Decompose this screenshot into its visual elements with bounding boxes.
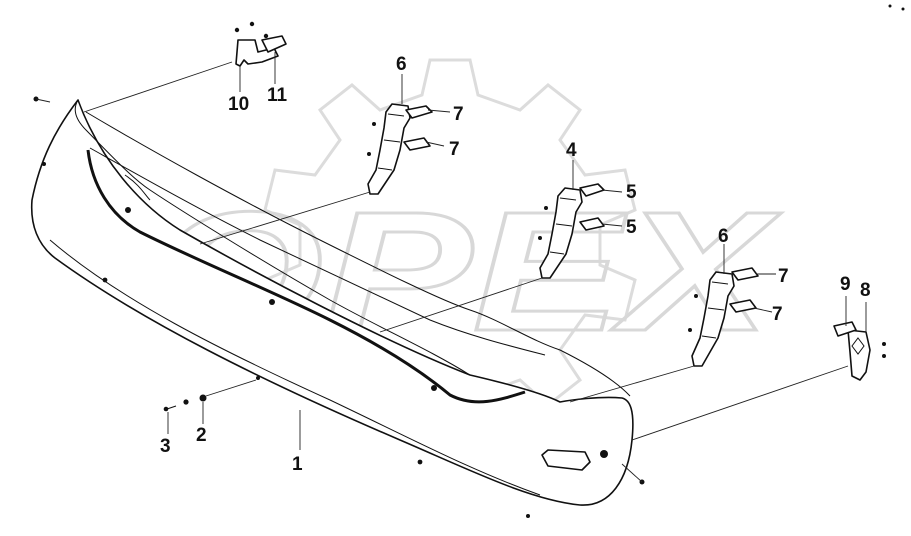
callout-10: 10 — [228, 94, 249, 115]
screw — [688, 328, 692, 332]
callout-1: 1 — [292, 454, 303, 475]
mount-hole — [269, 299, 275, 305]
washer — [183, 399, 189, 405]
bumper-cover — [30, 99, 634, 518]
bumper-lower-groove — [86, 149, 526, 404]
callout-11: 11 — [267, 85, 288, 106]
leader-7d — [753, 307, 773, 313]
leader-bolt — [35, 98, 51, 103]
leader-8-to-bumper — [631, 365, 849, 441]
leader-5a — [601, 189, 623, 193]
support-arm-4 — [539, 187, 583, 279]
corner-dot — [888, 4, 892, 8]
left-support-bracket — [199, 74, 451, 245]
callout-5b: 5 — [626, 217, 637, 238]
leader-6a-to-bumper — [199, 191, 371, 245]
bumper-mid-crease — [89, 147, 546, 356]
support-arm-6b — [691, 271, 735, 367]
screw — [882, 342, 886, 346]
mount-hole — [256, 376, 260, 380]
bracket-10 — [235, 39, 279, 67]
callout-7a: 7 — [453, 104, 464, 125]
screw — [882, 354, 886, 358]
washer-7b — [403, 137, 431, 151]
reflector-lamp — [541, 449, 591, 471]
bumper-lower-edge — [49, 239, 541, 496]
callout-7b: 7 — [449, 139, 460, 160]
callout-7d: 7 — [772, 304, 783, 325]
callout-4: 4 — [566, 140, 577, 161]
support-arm-6a-detail — [377, 113, 405, 171]
callout-labels: 1 2 3 4 5 5 6 6 7 7 7 7 8 9 10 11 — [160, 54, 871, 475]
callout-6a: 6 — [396, 54, 407, 75]
washer-7a — [405, 105, 433, 119]
leader-7b — [425, 141, 445, 147]
callout-2: 2 — [196, 425, 207, 446]
upper-left-bracket — [33, 21, 287, 113]
center-support-bracket — [379, 160, 623, 333]
corner-marks — [888, 4, 905, 11]
support-arm-4-detail — [549, 197, 577, 255]
support-arm-6a — [367, 103, 411, 195]
mount-hole — [125, 207, 131, 213]
bumper-upper-lip — [74, 99, 471, 376]
screw — [538, 236, 542, 240]
mount-hole — [526, 514, 530, 518]
screw — [249, 21, 255, 27]
bracket-8-diamond — [851, 337, 865, 355]
support-arm-6b-detail — [701, 281, 729, 339]
right-support-bracket — [569, 244, 776, 403]
leader-5b — [601, 223, 623, 227]
screw-head — [163, 406, 169, 412]
screw — [367, 152, 371, 156]
clip-11 — [261, 35, 287, 53]
callout-9: 9 — [840, 274, 851, 295]
bracket-8 — [847, 329, 871, 381]
screw — [372, 122, 376, 126]
screw — [234, 27, 240, 33]
callout-8: 8 — [860, 280, 871, 301]
mount-hole — [431, 385, 437, 391]
leader-6b-to-bumper — [569, 365, 695, 403]
washer-5b — [579, 217, 605, 231]
corner-dot — [901, 7, 905, 11]
bumper-outer-shell — [30, 99, 634, 506]
callout-5a: 5 — [626, 182, 637, 203]
leader-fastener-to-bumper — [205, 379, 257, 397]
leader-7a — [427, 109, 451, 113]
bumper-top-edge — [85, 111, 631, 397]
callout-7c: 7 — [778, 266, 789, 287]
mount-hole — [102, 277, 108, 283]
leader-bolt-right — [621, 463, 643, 483]
callout-3: 3 — [160, 436, 171, 457]
mount-hole — [417, 459, 423, 465]
callout-6b: 6 — [718, 226, 729, 247]
screw — [544, 206, 548, 210]
washer-7c — [731, 267, 759, 281]
screw — [263, 33, 269, 39]
lower-fasteners — [163, 379, 301, 450]
leader-4-to-bumper — [379, 277, 543, 333]
screw — [694, 294, 698, 298]
leader-bracket-to-bumper — [83, 61, 233, 113]
mount-hole — [600, 450, 608, 458]
side-mount-bracket — [621, 296, 886, 485]
bumper-end-notch — [124, 174, 151, 201]
mount-hole — [42, 162, 46, 166]
nut-2 — [199, 394, 207, 402]
